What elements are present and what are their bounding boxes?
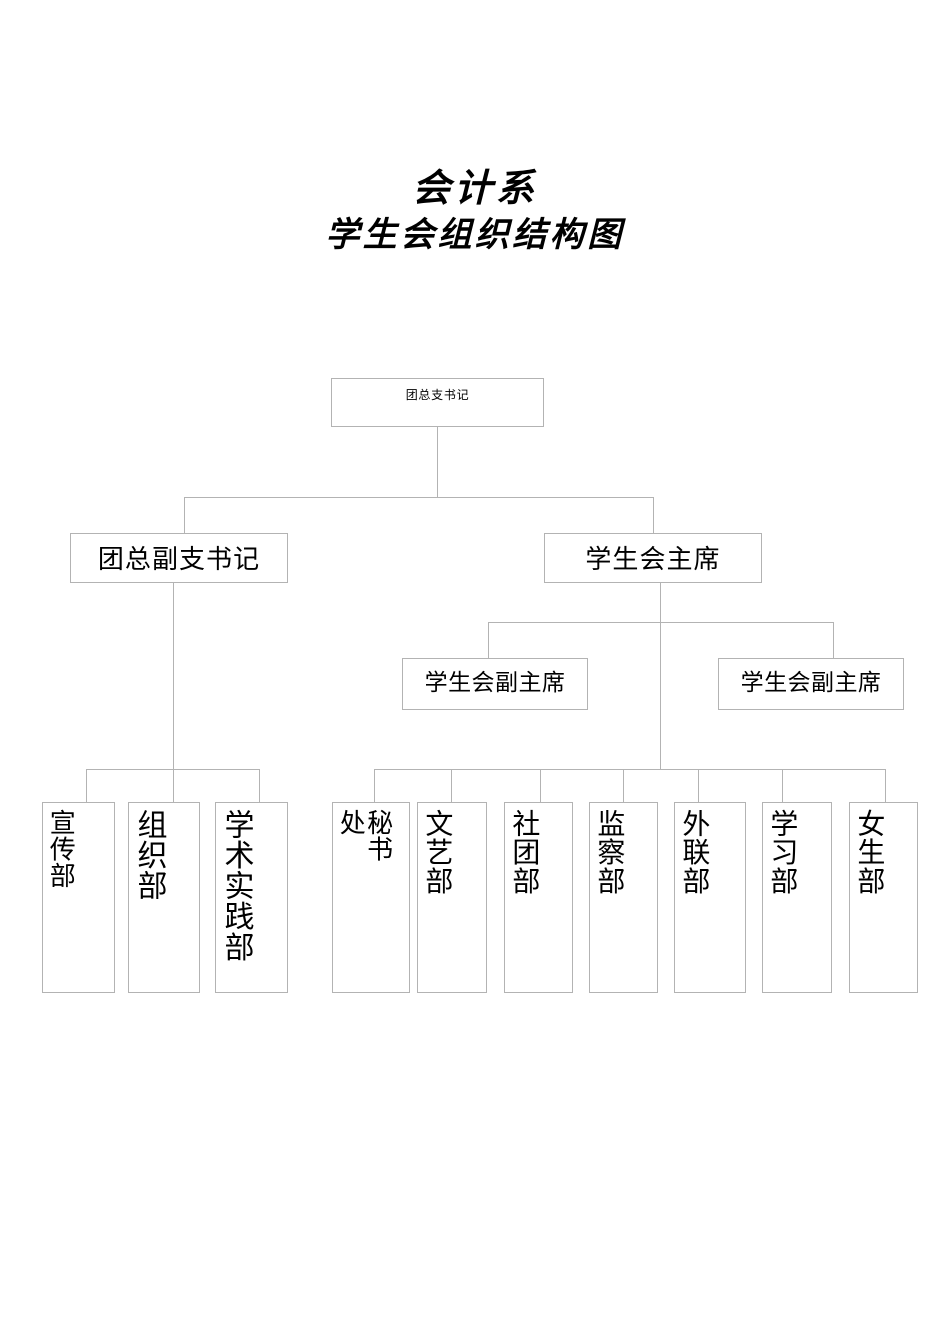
connector-left-dept-drop-3 xyxy=(259,769,260,802)
connector-to-president xyxy=(653,497,654,533)
node-label: 组织部 xyxy=(132,809,166,901)
connector-right-dept-drop-1 xyxy=(374,769,375,802)
node-department-study[interactable]: 学习部 xyxy=(762,802,832,993)
node-label: 监察部 xyxy=(593,809,625,895)
connector-president-down xyxy=(660,583,661,769)
node-label: 学生会副主席 xyxy=(740,670,882,695)
connector-to-vice-president-1 xyxy=(488,622,489,658)
node-department-organization[interactable]: 组织部 xyxy=(128,802,200,993)
node-department-propaganda[interactable]: 宣传部 xyxy=(42,802,115,993)
node-student-union-vice-president-1[interactable]: 学生会副主席 xyxy=(402,658,588,710)
node-label: 团总支书记 xyxy=(405,388,470,402)
node-department-girls[interactable]: 女生部 xyxy=(849,802,918,993)
connector-right-dept-drop-5 xyxy=(698,769,699,802)
node-label: 秘书处 xyxy=(336,809,393,863)
node-student-union-president[interactable]: 学生会主席 xyxy=(544,533,762,583)
node-label: 社团部 xyxy=(508,809,540,895)
node-label: 学生会副主席 xyxy=(424,670,566,695)
node-deputy-league-secretary[interactable]: 团总副支书记 xyxy=(70,533,288,583)
connector-left-dept-drop-1 xyxy=(86,769,87,802)
node-league-branch-secretary[interactable]: 团总支书记 xyxy=(331,378,544,427)
node-label: 学习部 xyxy=(766,809,798,895)
connector-right-dept-bar xyxy=(374,769,886,770)
connector-level2-bar xyxy=(184,497,654,498)
connector-to-vice-president-2 xyxy=(833,622,834,658)
connector-right-dept-drop-6 xyxy=(782,769,783,802)
node-label: 团总副支书记 xyxy=(97,545,261,574)
connector-left-dept-drop-2 xyxy=(173,769,174,802)
connector-root-down xyxy=(437,427,438,497)
node-department-supervision[interactable]: 监察部 xyxy=(589,802,658,993)
title-line-chart-name: 学生会组织结构图 xyxy=(325,215,625,256)
title-line-department: 会计系 xyxy=(412,166,538,210)
node-department-arts[interactable]: 文艺部 xyxy=(417,802,487,993)
node-label: 女生部 xyxy=(853,809,885,895)
node-department-academic-practice[interactable]: 学术实践部 xyxy=(215,802,288,993)
connector-right-dept-drop-4 xyxy=(623,769,624,802)
connector-to-deputy-secretary xyxy=(184,497,185,533)
node-label: 宣传部 xyxy=(46,809,76,889)
node-label: 学生会主席 xyxy=(585,545,721,574)
node-department-secretariat[interactable]: 秘书处 xyxy=(332,802,410,993)
node-label: 文艺部 xyxy=(421,809,453,895)
page-title: 会计系 学生会组织结构图 xyxy=(0,166,950,256)
connector-right-dept-drop-2 xyxy=(451,769,452,802)
connector-vice-president-bar xyxy=(488,622,834,623)
node-department-clubs[interactable]: 社团部 xyxy=(504,802,573,993)
node-student-union-vice-president-2[interactable]: 学生会副主席 xyxy=(718,658,904,710)
node-department-external-relations[interactable]: 外联部 xyxy=(674,802,746,993)
connector-right-dept-drop-7 xyxy=(885,769,886,802)
connector-right-dept-drop-3 xyxy=(540,769,541,802)
node-label: 学术实践部 xyxy=(219,809,253,962)
connector-deputy-secretary-down xyxy=(173,583,174,769)
node-label: 外联部 xyxy=(678,809,710,895)
